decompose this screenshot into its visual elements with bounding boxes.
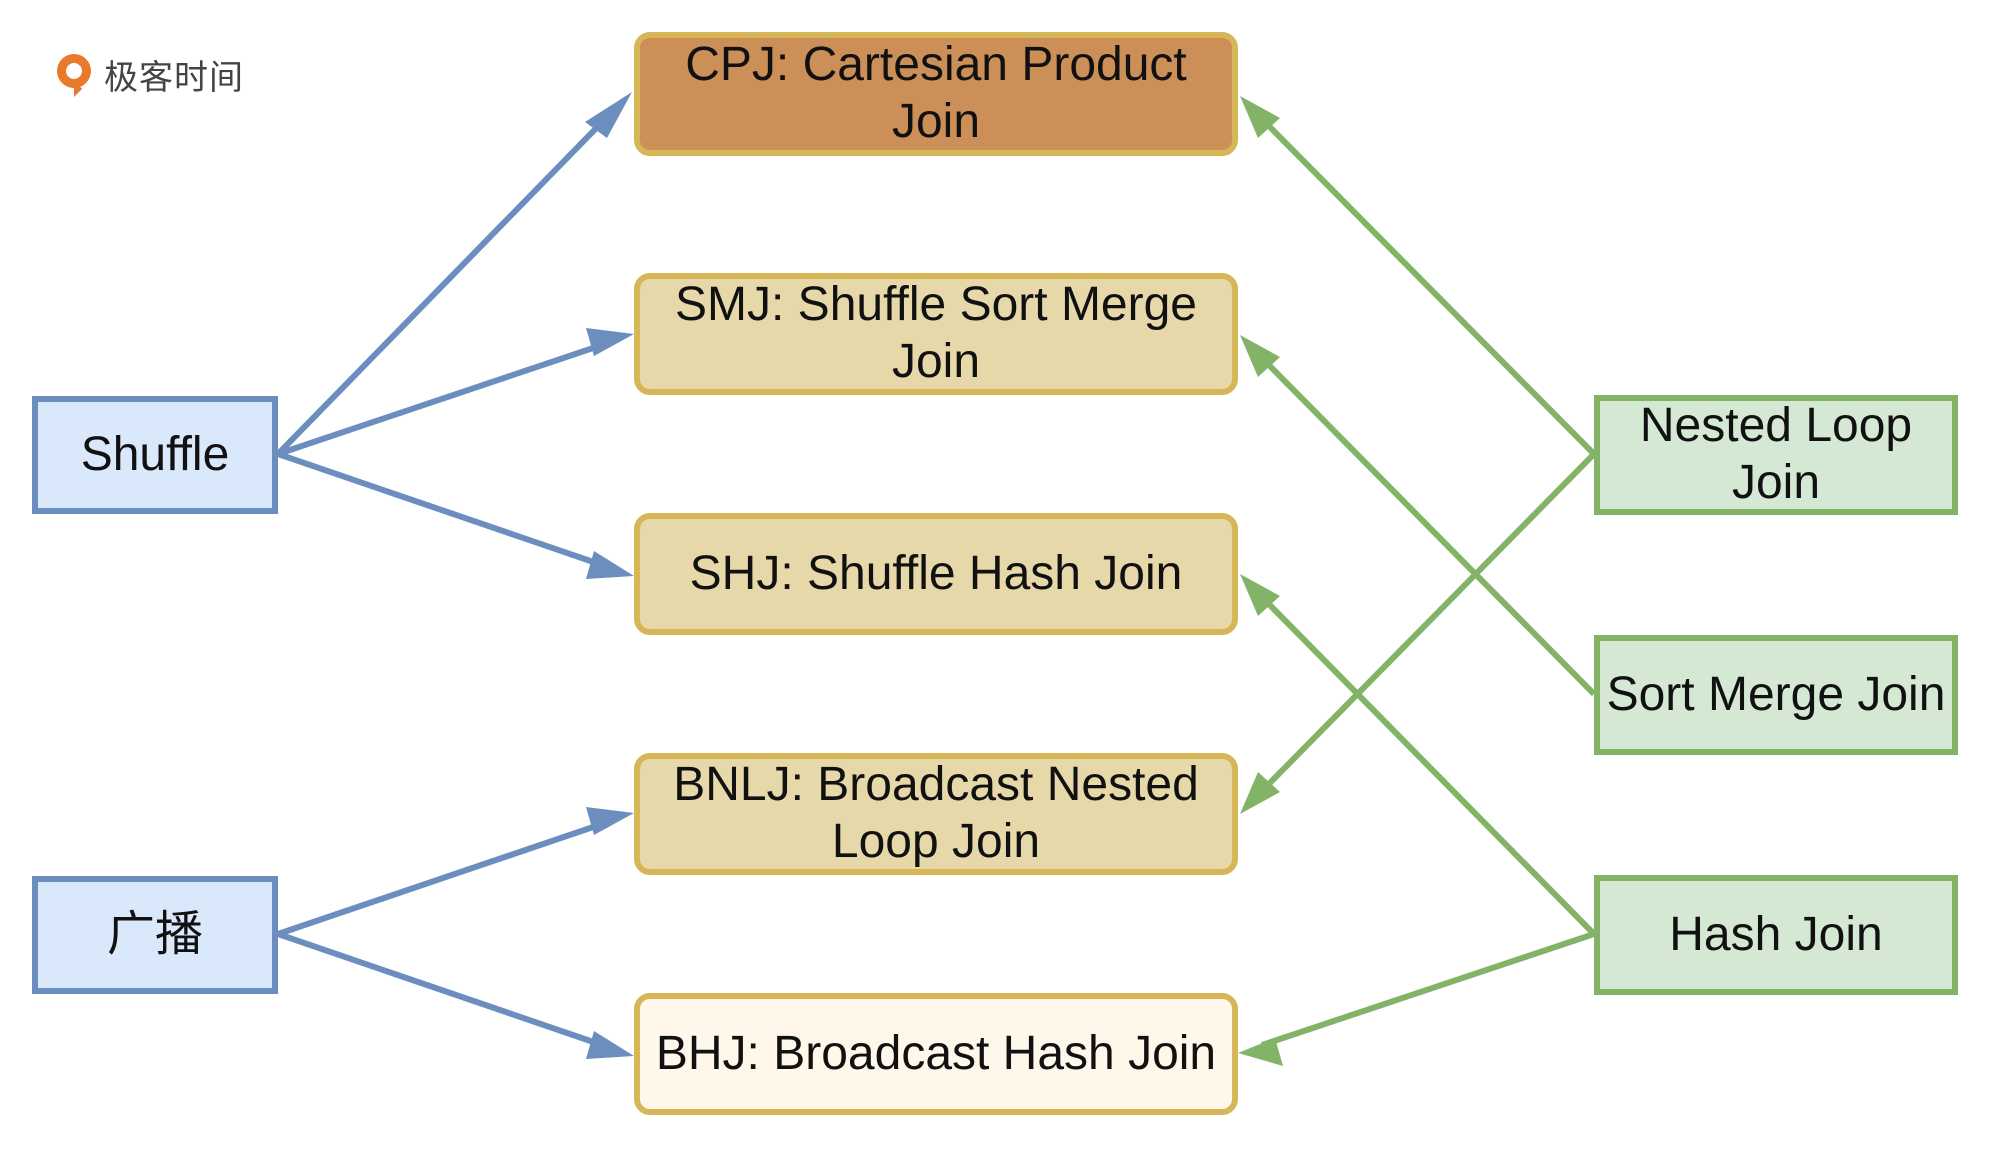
edge-shuffle-shj — [277, 451, 609, 570]
edge-nlj-cpj — [1255, 112, 1597, 457]
edge-shuffle-cpj — [275, 109, 615, 457]
sort-merge-join-box: Sort Merge Join — [1594, 635, 1958, 755]
edge-hj-shj — [1255, 590, 1597, 937]
arrowhead-bhj-blue — [586, 1031, 634, 1059]
smj-join-box: SMJ: Shuffle Sort Merge Join — [634, 273, 1238, 395]
shj-box: SHJ: Shuffle Hash Join — [634, 513, 1238, 635]
broadcast-box: 广播 — [32, 876, 278, 994]
logo: 极客时间 — [52, 50, 244, 99]
edge-broadcast-bnlj — [277, 819, 609, 937]
arrowhead-bhj-green — [1238, 1038, 1283, 1066]
nested-loop-join-box: Nested Loop Join — [1594, 395, 1958, 515]
edge-shuffle-smj — [277, 340, 609, 457]
arrowhead-smj-blue — [586, 328, 634, 356]
arrowhead-smj-green — [1240, 335, 1280, 377]
bhj-box: BHJ: Broadcast Hash Join — [634, 993, 1238, 1115]
edge-nlj-bnlj — [1255, 451, 1597, 798]
geektime-logo-icon — [57, 53, 91, 97]
arrowhead-bnlj-green — [1240, 772, 1280, 814]
arrowhead-cpj-blue — [585, 92, 632, 138]
edge-broadcast-bhj — [277, 931, 609, 1050]
arrowhead-shj-green — [1240, 574, 1280, 616]
arrowhead-bnlj-blue — [586, 807, 634, 835]
arrowhead-shj-blue — [586, 551, 634, 579]
edge-smj-smj — [1255, 351, 1597, 697]
bnlj-box: BNLJ: Broadcast Nested Loop Join — [634, 753, 1238, 875]
edge-hj-bhj — [1261, 931, 1595, 1048]
arrowhead-cpj-green — [1240, 96, 1280, 138]
shuffle-box: Shuffle — [32, 396, 278, 514]
cpj-box: CPJ: Cartesian Product Join — [634, 32, 1238, 156]
hash-join-box: Hash Join — [1594, 875, 1958, 995]
logo-text: 极客时间 — [104, 58, 244, 98]
